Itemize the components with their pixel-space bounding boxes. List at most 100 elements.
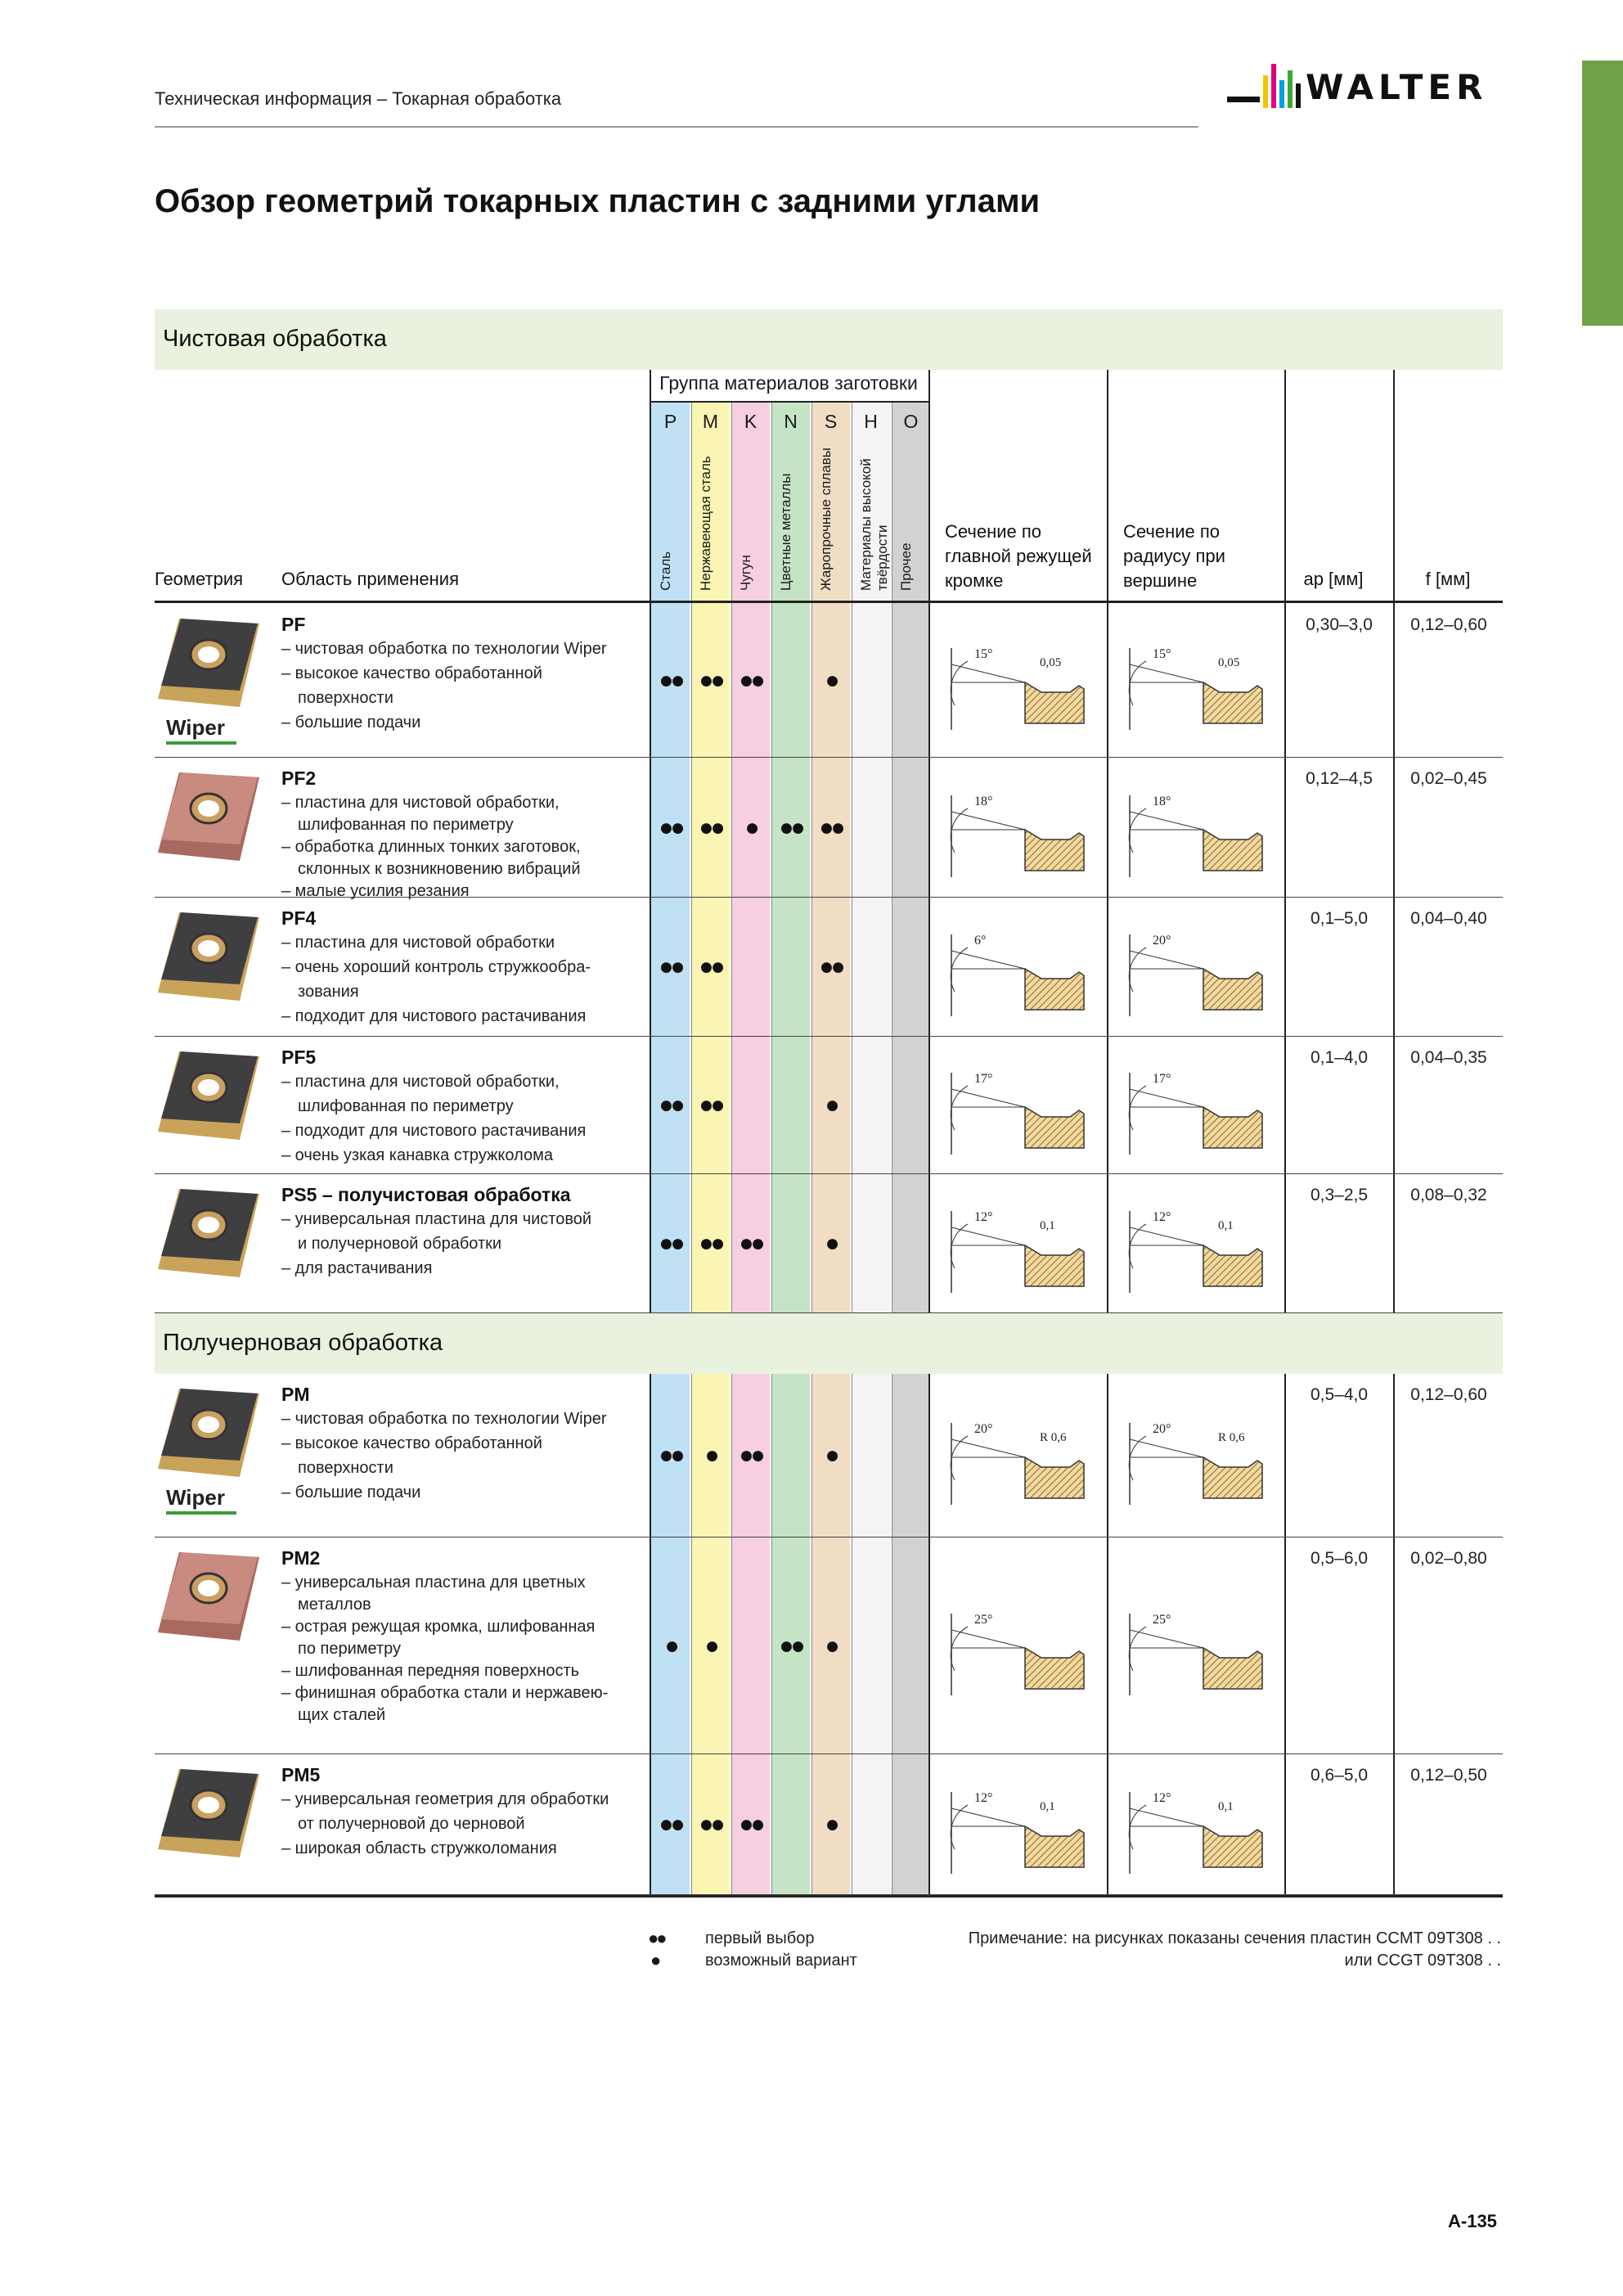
table-vline <box>1393 370 1395 1313</box>
material-mark-M: ●● <box>699 1811 725 1838</box>
dimension-label: 0,1 <box>1040 1800 1055 1813</box>
corner-radius-section-diagram: 17° <box>1113 1048 1282 1163</box>
table-vline <box>1107 1374 1108 1895</box>
f-value: 0,02–0,80 <box>1410 1549 1487 1568</box>
material-mark-M: ●● <box>699 1092 725 1119</box>
angle-label: 25° <box>1153 1613 1171 1627</box>
ap-value: 0,1–5,0 <box>1310 909 1369 928</box>
insert-image <box>155 1045 263 1153</box>
ap-value: 0,1–4,0 <box>1310 1048 1369 1067</box>
f-value: 0,04–0,35 <box>1410 1048 1487 1067</box>
table-vline <box>650 1374 651 1895</box>
material-name-P: Сталь <box>658 551 673 591</box>
material-mark-P: ●● <box>659 1092 685 1119</box>
note-line-2: или CCGT 09T308 . . <box>1344 1952 1501 1970</box>
material-mark-K: ●● <box>739 667 765 694</box>
breadcrumb: Техническая информация – Токарная обрабо… <box>155 88 562 109</box>
application-line: – пластина для чистовой обработки, <box>281 794 560 812</box>
insert-image <box>155 766 263 874</box>
material-mark-M: ●● <box>699 667 725 694</box>
angle-label: 15° <box>974 647 992 661</box>
dimension-label: 0,05 <box>1040 656 1061 669</box>
ap-value: 0,5–6,0 <box>1310 1549 1369 1568</box>
table-bottom-rule <box>155 1895 1503 1898</box>
material-name-M: Нержавеющая сталь <box>698 456 713 591</box>
material-separator <box>771 403 772 1313</box>
material-group-rule <box>651 401 928 403</box>
walter-logo: WALTER <box>1227 59 1505 118</box>
logo-text: WALTER <box>1306 67 1488 107</box>
corner-radius-section-diagram: 15°0,05 <box>1113 624 1282 738</box>
section-band-finishing: Чистовая обработка <box>155 309 1503 370</box>
angle-label: 17° <box>1153 1072 1171 1086</box>
material-code-O: O <box>903 411 919 432</box>
section-radius-header: Сечение по радиусу при вершине <box>1123 521 1225 591</box>
material-mark-M: ● <box>704 1632 719 1659</box>
corner-radius-section-diagram: 12°0,1 <box>1113 1186 1282 1301</box>
material-code-K: K <box>744 411 758 432</box>
geometry-name: PM5 <box>281 1764 321 1785</box>
ap-header: ap [мм] <box>1303 569 1364 589</box>
application-line: от получерновой до черновой <box>298 1815 525 1833</box>
angle-label: 12° <box>974 1791 992 1805</box>
material-column-N <box>771 1374 810 1895</box>
application-line: – подходит для чистового растачивания <box>281 1122 587 1140</box>
row-rule <box>155 1894 1503 1895</box>
angle-label: 6° <box>974 934 986 948</box>
row-rule <box>155 1173 1503 1174</box>
material-column-K <box>731 403 770 1313</box>
legend-text-possible: возможный вариант <box>705 1952 857 1970</box>
angle-label: 17° <box>974 1072 992 1086</box>
material-name-H: Материалы высокой твёрдости <box>858 458 890 591</box>
material-mark-P: ●● <box>659 814 685 841</box>
material-name-S: Жаропрочные сплавы <box>818 448 834 591</box>
corner-radius-section-diagram: 20° <box>1113 910 1282 1024</box>
ap-value: 0,5–4,0 <box>1310 1385 1369 1404</box>
insert-image <box>155 906 263 1014</box>
material-column-H <box>852 403 890 1313</box>
angle-label: 18° <box>1153 795 1171 808</box>
geometry-name: PF4 <box>281 907 317 929</box>
material-mark-N: ●● <box>779 814 805 841</box>
geometry-name: PF5 <box>281 1047 317 1068</box>
f-value: 0,02–0,45 <box>1410 769 1487 788</box>
application-line: по периметру <box>298 1640 402 1658</box>
legend-symbol-first: ●● <box>648 1928 668 1948</box>
wiper-badge: Wiper <box>166 715 225 740</box>
geometry-name: PF2 <box>281 768 317 789</box>
application-line: – шлифованная передняя поверхность <box>281 1662 580 1680</box>
note-line-1: Примечание: на рисунках показаны сечения… <box>968 1929 1501 1947</box>
ap-value: 0,3–2,5 <box>1310 1186 1369 1204</box>
angle-label: 20° <box>974 1422 992 1436</box>
material-name-O: Прочее <box>898 542 914 591</box>
application-line: – пластина для чистовой обработки <box>281 934 555 952</box>
application-line: – для растачивания <box>281 1259 433 1277</box>
row-rule <box>155 897 1503 898</box>
application-line: – пластина для чистовой обработки, <box>281 1073 560 1091</box>
dimension-label: R 0,6 <box>1040 1431 1067 1444</box>
geometry-header: Геометрия <box>155 569 244 589</box>
material-group-header: Группа материалов заготовки <box>659 372 918 394</box>
insert-image <box>155 1763 263 1871</box>
material-mark-P: ●● <box>659 953 685 980</box>
section-title: Получерновая обработка <box>163 1330 443 1356</box>
material-mark-S: ● <box>825 1632 839 1659</box>
material-mark-K: ●● <box>739 1230 765 1257</box>
dimension-label: 0,1 <box>1218 1800 1234 1813</box>
application-line: зования <box>298 983 359 1001</box>
material-separator <box>731 403 732 1313</box>
material-mark-S: ● <box>825 667 839 694</box>
material-column-S <box>812 1374 850 1895</box>
material-column-N <box>771 403 810 1313</box>
application-header: Область применения <box>281 569 459 589</box>
application-line: – очень хороший контроль стружкообра- <box>281 958 591 976</box>
material-mark-K: ● <box>744 814 759 841</box>
ap-value: 0,12–4,5 <box>1306 769 1373 788</box>
dimension-label: 0,1 <box>1040 1219 1055 1232</box>
row-rule <box>155 757 1503 758</box>
f-value: 0,12–0,60 <box>1410 615 1487 634</box>
application-line: шлифованная по периметру <box>298 816 514 834</box>
material-column-S <box>812 403 850 1313</box>
geometry-name: PM2 <box>281 1547 321 1569</box>
application-line: – большие подачи <box>281 1483 421 1501</box>
